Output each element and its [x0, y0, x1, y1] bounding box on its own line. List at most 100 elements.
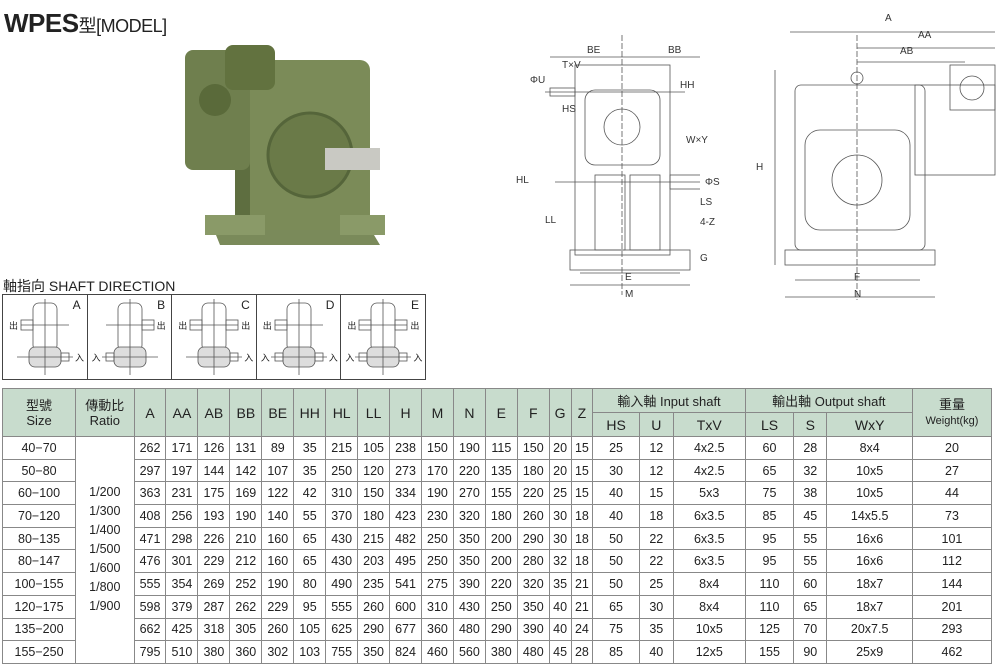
value-cell: 35 [548, 572, 572, 596]
value-cell: 200 [484, 526, 518, 551]
value-cell: 350 [452, 526, 486, 551]
size-cell: 135−200 [1, 617, 77, 642]
value-cell: 12x5 [672, 640, 746, 664]
value-cell: 250 [325, 458, 359, 483]
value-cell: 10x5 [826, 481, 913, 506]
value-cell: 541 [389, 572, 422, 596]
value-cell: 155 [484, 481, 518, 506]
value-cell: 302 [261, 640, 295, 664]
direction-letter: A [72, 298, 81, 312]
value-cell: 555 [325, 594, 359, 619]
ratio-value: 1/900 [89, 599, 121, 614]
value-cell: 150 [357, 481, 391, 506]
value-cell: 220 [484, 572, 518, 596]
value-cell: 231 [165, 481, 199, 506]
value-cell: 40 [592, 504, 640, 528]
value-cell: 142 [229, 458, 263, 483]
ratio-value: 1/400 [89, 523, 121, 538]
in-label: 入 [345, 353, 355, 363]
out-label: 出 [410, 321, 420, 331]
value-cell: 107 [261, 458, 295, 483]
size-cell: 70−120 [1, 504, 77, 528]
value-cell: 350 [452, 549, 486, 574]
value-cell: 21 [570, 594, 594, 619]
size-cell: 50−80 [1, 458, 77, 483]
value-cell: 256 [165, 504, 199, 528]
value-cell: 140 [261, 504, 295, 528]
value-cell: 262 [133, 436, 167, 460]
value-cell: 250 [484, 594, 518, 619]
value-cell: 20 [548, 436, 572, 460]
value-cell: 60 [744, 436, 795, 460]
value-cell: 160 [261, 549, 295, 574]
value-cell: 105 [293, 617, 327, 642]
value-cell: 89 [261, 436, 295, 460]
header-dim: BE [261, 388, 295, 437]
value-cell: 662 [133, 617, 167, 642]
header-dim: F [516, 388, 550, 437]
value-cell: 824 [389, 640, 422, 664]
header-dim: BB [229, 388, 263, 437]
value-cell: 55 [793, 526, 828, 551]
value-cell: 40 [638, 640, 674, 664]
in-label: 入 [328, 353, 338, 363]
value-cell: 301 [165, 549, 199, 574]
value-cell: 270 [452, 481, 486, 506]
value-cell: 135 [484, 458, 518, 483]
value-cell: 65 [592, 594, 640, 619]
value-cell: 15 [570, 458, 594, 483]
dim-label: T×V [562, 60, 581, 71]
value-cell: 430 [325, 526, 359, 551]
value-cell: 42 [293, 481, 327, 506]
header-input-shaft: 輸入軸 Input shaft [592, 388, 746, 413]
out-label: 出 [241, 321, 251, 331]
value-cell: 15 [570, 436, 594, 460]
header-output-shaft: 輸出軸 Output shaft [744, 388, 913, 413]
value-cell: 220 [516, 481, 550, 506]
value-cell: 334 [389, 481, 422, 506]
value-cell: 16x6 [826, 526, 913, 551]
value-cell: 85 [744, 504, 795, 528]
dim-label: LS [700, 197, 713, 208]
value-cell: 120 [357, 458, 391, 483]
value-cell: 8x4 [672, 572, 746, 596]
value-cell: 555 [133, 572, 167, 596]
size-cell: 120−175 [1, 594, 77, 619]
direction-letter: C [241, 298, 250, 312]
header-wxy: WxY [826, 412, 913, 437]
value-cell: 190 [452, 436, 486, 460]
value-cell: 360 [420, 617, 454, 642]
value-cell: 269 [197, 572, 231, 596]
gearbox-schematic-icon [186, 299, 243, 375]
value-cell: 65 [793, 594, 828, 619]
value-cell: 8x4 [672, 594, 746, 619]
value-cell: 423 [389, 504, 422, 528]
value-cell: 287 [197, 594, 231, 619]
ratio-value: 1/800 [89, 580, 121, 595]
value-cell: 490 [325, 572, 359, 596]
value-cell: 70 [793, 617, 828, 642]
header-dim: N [452, 388, 486, 437]
dim-label: 4-Z [700, 217, 715, 228]
value-cell: 110 [744, 594, 795, 619]
value-cell: 390 [516, 617, 550, 642]
in-label: 入 [413, 353, 423, 363]
header-ls: LS [744, 412, 795, 437]
value-cell: 50 [592, 572, 640, 596]
value-cell: 215 [325, 436, 359, 460]
ratio-value: 1/600 [89, 561, 121, 576]
value-cell: 112 [911, 549, 993, 574]
header-dim: LL [357, 388, 391, 437]
value-cell: 370 [325, 504, 359, 528]
value-cell: 105 [357, 436, 391, 460]
value-cell: 27 [911, 458, 993, 483]
dim-label: LL [545, 215, 557, 226]
value-cell: 20 [911, 436, 993, 460]
value-cell: 203 [357, 549, 391, 574]
